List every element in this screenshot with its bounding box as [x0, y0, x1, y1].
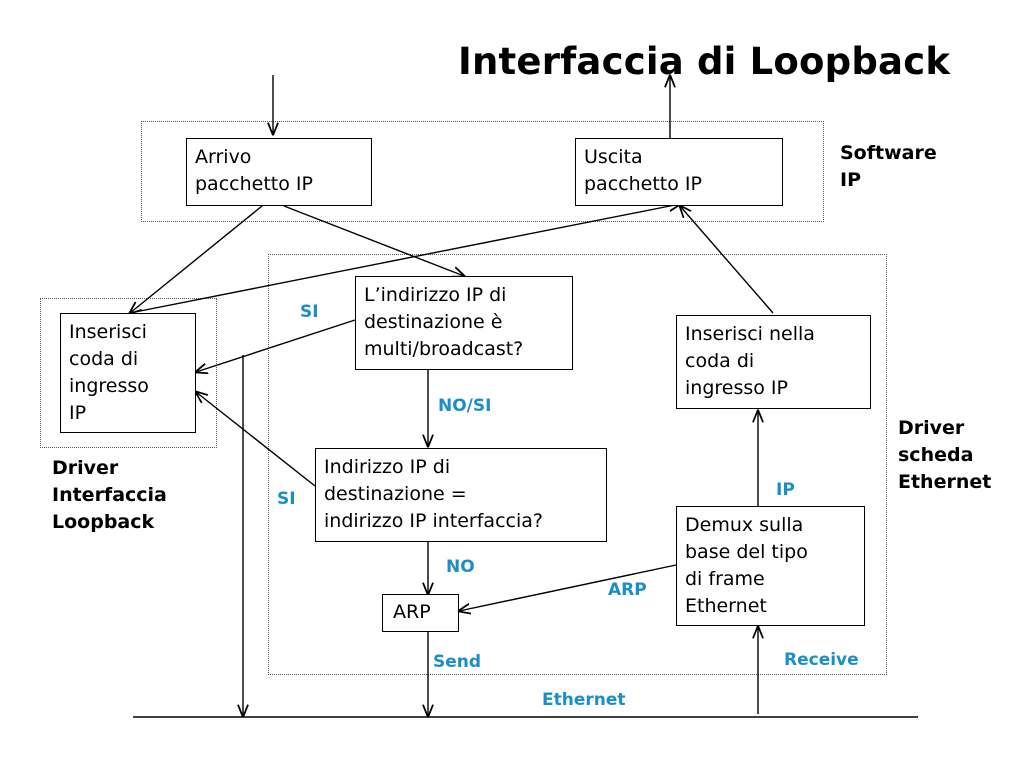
- box-inserisci-coda-loopback: Inserisci coda di ingresso IP: [60, 313, 196, 433]
- edge-inserisci-uscita: [129, 204, 680, 314]
- edge-label-si-bottom: SI: [277, 489, 296, 509]
- edge-label-ethernet: Ethernet: [542, 690, 626, 710]
- loopback-driver-region: [40, 298, 217, 448]
- edge-interfaccia-inserisci: [196, 392, 316, 487]
- edge-label-arp: ARP: [608, 580, 647, 600]
- box-demux-ethernet: Demux sulla base del tipo di frame Ether…: [676, 506, 865, 626]
- ethernet-driver-region: [268, 254, 887, 675]
- diagram-title: Interfaccia di Loopback: [458, 40, 951, 83]
- edge-inserisci-ip-uscita: [680, 206, 774, 314]
- label-software-ip: Software IP: [840, 142, 937, 191]
- edge-label-no: NO: [446, 557, 475, 577]
- box-arrivo-pacchetto: Arrivo pacchetto IP: [186, 138, 372, 206]
- label-driver-ethernet: Driver scheda Ethernet: [898, 417, 992, 493]
- edge-multibroadcast-inserisci: [196, 319, 356, 372]
- box-inserisci-coda-ip: Inserisci nella coda di ingresso IP: [676, 315, 871, 409]
- box-uscita-pacchetto: Uscita pacchetto IP: [575, 138, 783, 206]
- label-driver-loopback: Driver Interfaccia Loopback: [52, 457, 167, 533]
- edge-label-ip: IP: [776, 480, 795, 500]
- box-indirizzo-interfaccia: Indirizzo IP di destinazione = indirizzo…: [315, 448, 607, 542]
- edge-arrivo-inserisci: [130, 205, 263, 313]
- edge-label-no-si: NO/SI: [438, 396, 492, 416]
- box-indirizzo-multibroadcast: L’indirizzo IP di destinazione è multi/b…: [355, 276, 573, 370]
- box-arp: ARP: [382, 594, 459, 632]
- edge-label-si-top: SI: [300, 302, 319, 322]
- edge-arrivo-multibroadcast: [283, 205, 464, 276]
- edge-label-receive: Receive: [784, 650, 859, 670]
- software-ip-region: [141, 121, 824, 222]
- edge-demux-arp: [459, 564, 677, 611]
- edge-label-send: Send: [433, 652, 482, 672]
